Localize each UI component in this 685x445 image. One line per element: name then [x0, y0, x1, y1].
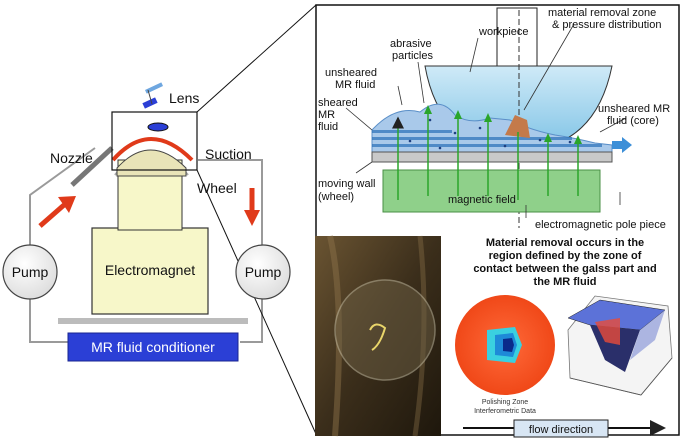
unsheared-core-label-2: fluid (core): [607, 115, 659, 127]
conditioner-label: MR fluid conditioner: [91, 339, 215, 355]
electromagnet-box: [91, 227, 209, 315]
unsheared-label-1: unsheared: [325, 67, 377, 79]
flow-direction: flow direction: [463, 419, 666, 438]
pipe-left: [29, 147, 96, 254]
sheared-label-2: MR: [318, 109, 335, 121]
removal-text-1: Material removal occurs in the: [486, 237, 644, 249]
zoom-box: [111, 111, 198, 171]
nozzle-tube: [70, 146, 114, 187]
glass-reflection: [369, 323, 387, 351]
moving-wall-label-2: (wheel): [318, 191, 354, 203]
sheared-label-1: sheared: [318, 97, 358, 109]
pipe-right-bottom: [240, 295, 263, 343]
workpiece-label: workpiece: [478, 26, 529, 38]
mr-fluid-conditioner: [67, 332, 239, 362]
zoom-line-top: [196, 4, 317, 113]
pipe-left-bottom: [29, 290, 75, 343]
removal-text-3: contact between the galss part and: [473, 263, 656, 275]
abrasive-label-1: abrasive: [390, 38, 432, 50]
polishing-zone-label-2: Interferometric Data: [474, 408, 536, 415]
unsheared-core-label-1: unsheared MR: [598, 103, 670, 115]
glass-photo: [315, 235, 441, 437]
flow-direction-label: flow direction: [529, 424, 593, 436]
removal-zone-label-2: & pressure distribution: [552, 19, 661, 31]
abrasive-label-2: particles: [392, 50, 433, 62]
surface-3d-plot: [567, 295, 673, 396]
lens-label: Lens: [169, 90, 199, 106]
mr-fluid-ribbon-detail: [371, 103, 613, 153]
base-bar: [58, 318, 248, 324]
flow-arrow-down-icon: [244, 188, 260, 226]
flow-direction-box: [513, 419, 609, 438]
polishing-zone-label-1: Polishing Zone: [482, 399, 528, 406]
wheel: [116, 149, 187, 177]
mr-fluid-ribbon: [111, 137, 194, 162]
removal-zone-label-1: material removal zone: [548, 7, 656, 19]
left-schematic: Electromagnet Lens Nozzle Suction Wheel: [2, 4, 317, 435]
lens-icon: [142, 82, 169, 132]
pump-left-label: Pump: [12, 264, 49, 280]
flow-arrow-right-icon: [612, 137, 632, 153]
removal-text-4: the MR fluid: [534, 276, 597, 288]
contact-zone-diagram: magnetic field: [318, 7, 670, 231]
polishing-zone-map: Polishing Zone Interferometric Data: [455, 295, 555, 415]
leader-lines: [345, 23, 627, 218]
nozzle-label: Nozzle: [50, 150, 93, 166]
pump-right-label: Pump: [245, 264, 282, 280]
electromagnetic-pole-piece: [382, 169, 601, 213]
suction-label: Suction: [205, 146, 252, 162]
magnetic-field-arrows: [392, 110, 579, 200]
fluid-streamlines: [372, 130, 602, 147]
removal-text-2: region defined by the zone of: [489, 250, 642, 262]
pump-right: [235, 244, 291, 300]
pump-left: [2, 244, 58, 300]
zoom-line-bottom: [196, 169, 317, 435]
flow-arrow-up-icon: [38, 196, 76, 228]
pole-piece-label: electromagnetic pole piece: [535, 219, 666, 231]
electromagnet-label: Electromagnet: [105, 262, 195, 278]
moving-wall: [371, 151, 613, 163]
sheared-label-3: fluid: [318, 121, 338, 133]
map-zone-core: [503, 338, 514, 352]
unsheared-label-2: MR fluid: [335, 79, 375, 91]
pipe-right: [198, 159, 263, 255]
magnetic-field-label: magnetic field: [448, 194, 516, 206]
wheel-label: Wheel: [197, 180, 237, 196]
moving-wall-label-1: moving wall: [318, 178, 375, 190]
removal-zone: [505, 115, 530, 138]
field-arrowheads: [424, 105, 582, 144]
